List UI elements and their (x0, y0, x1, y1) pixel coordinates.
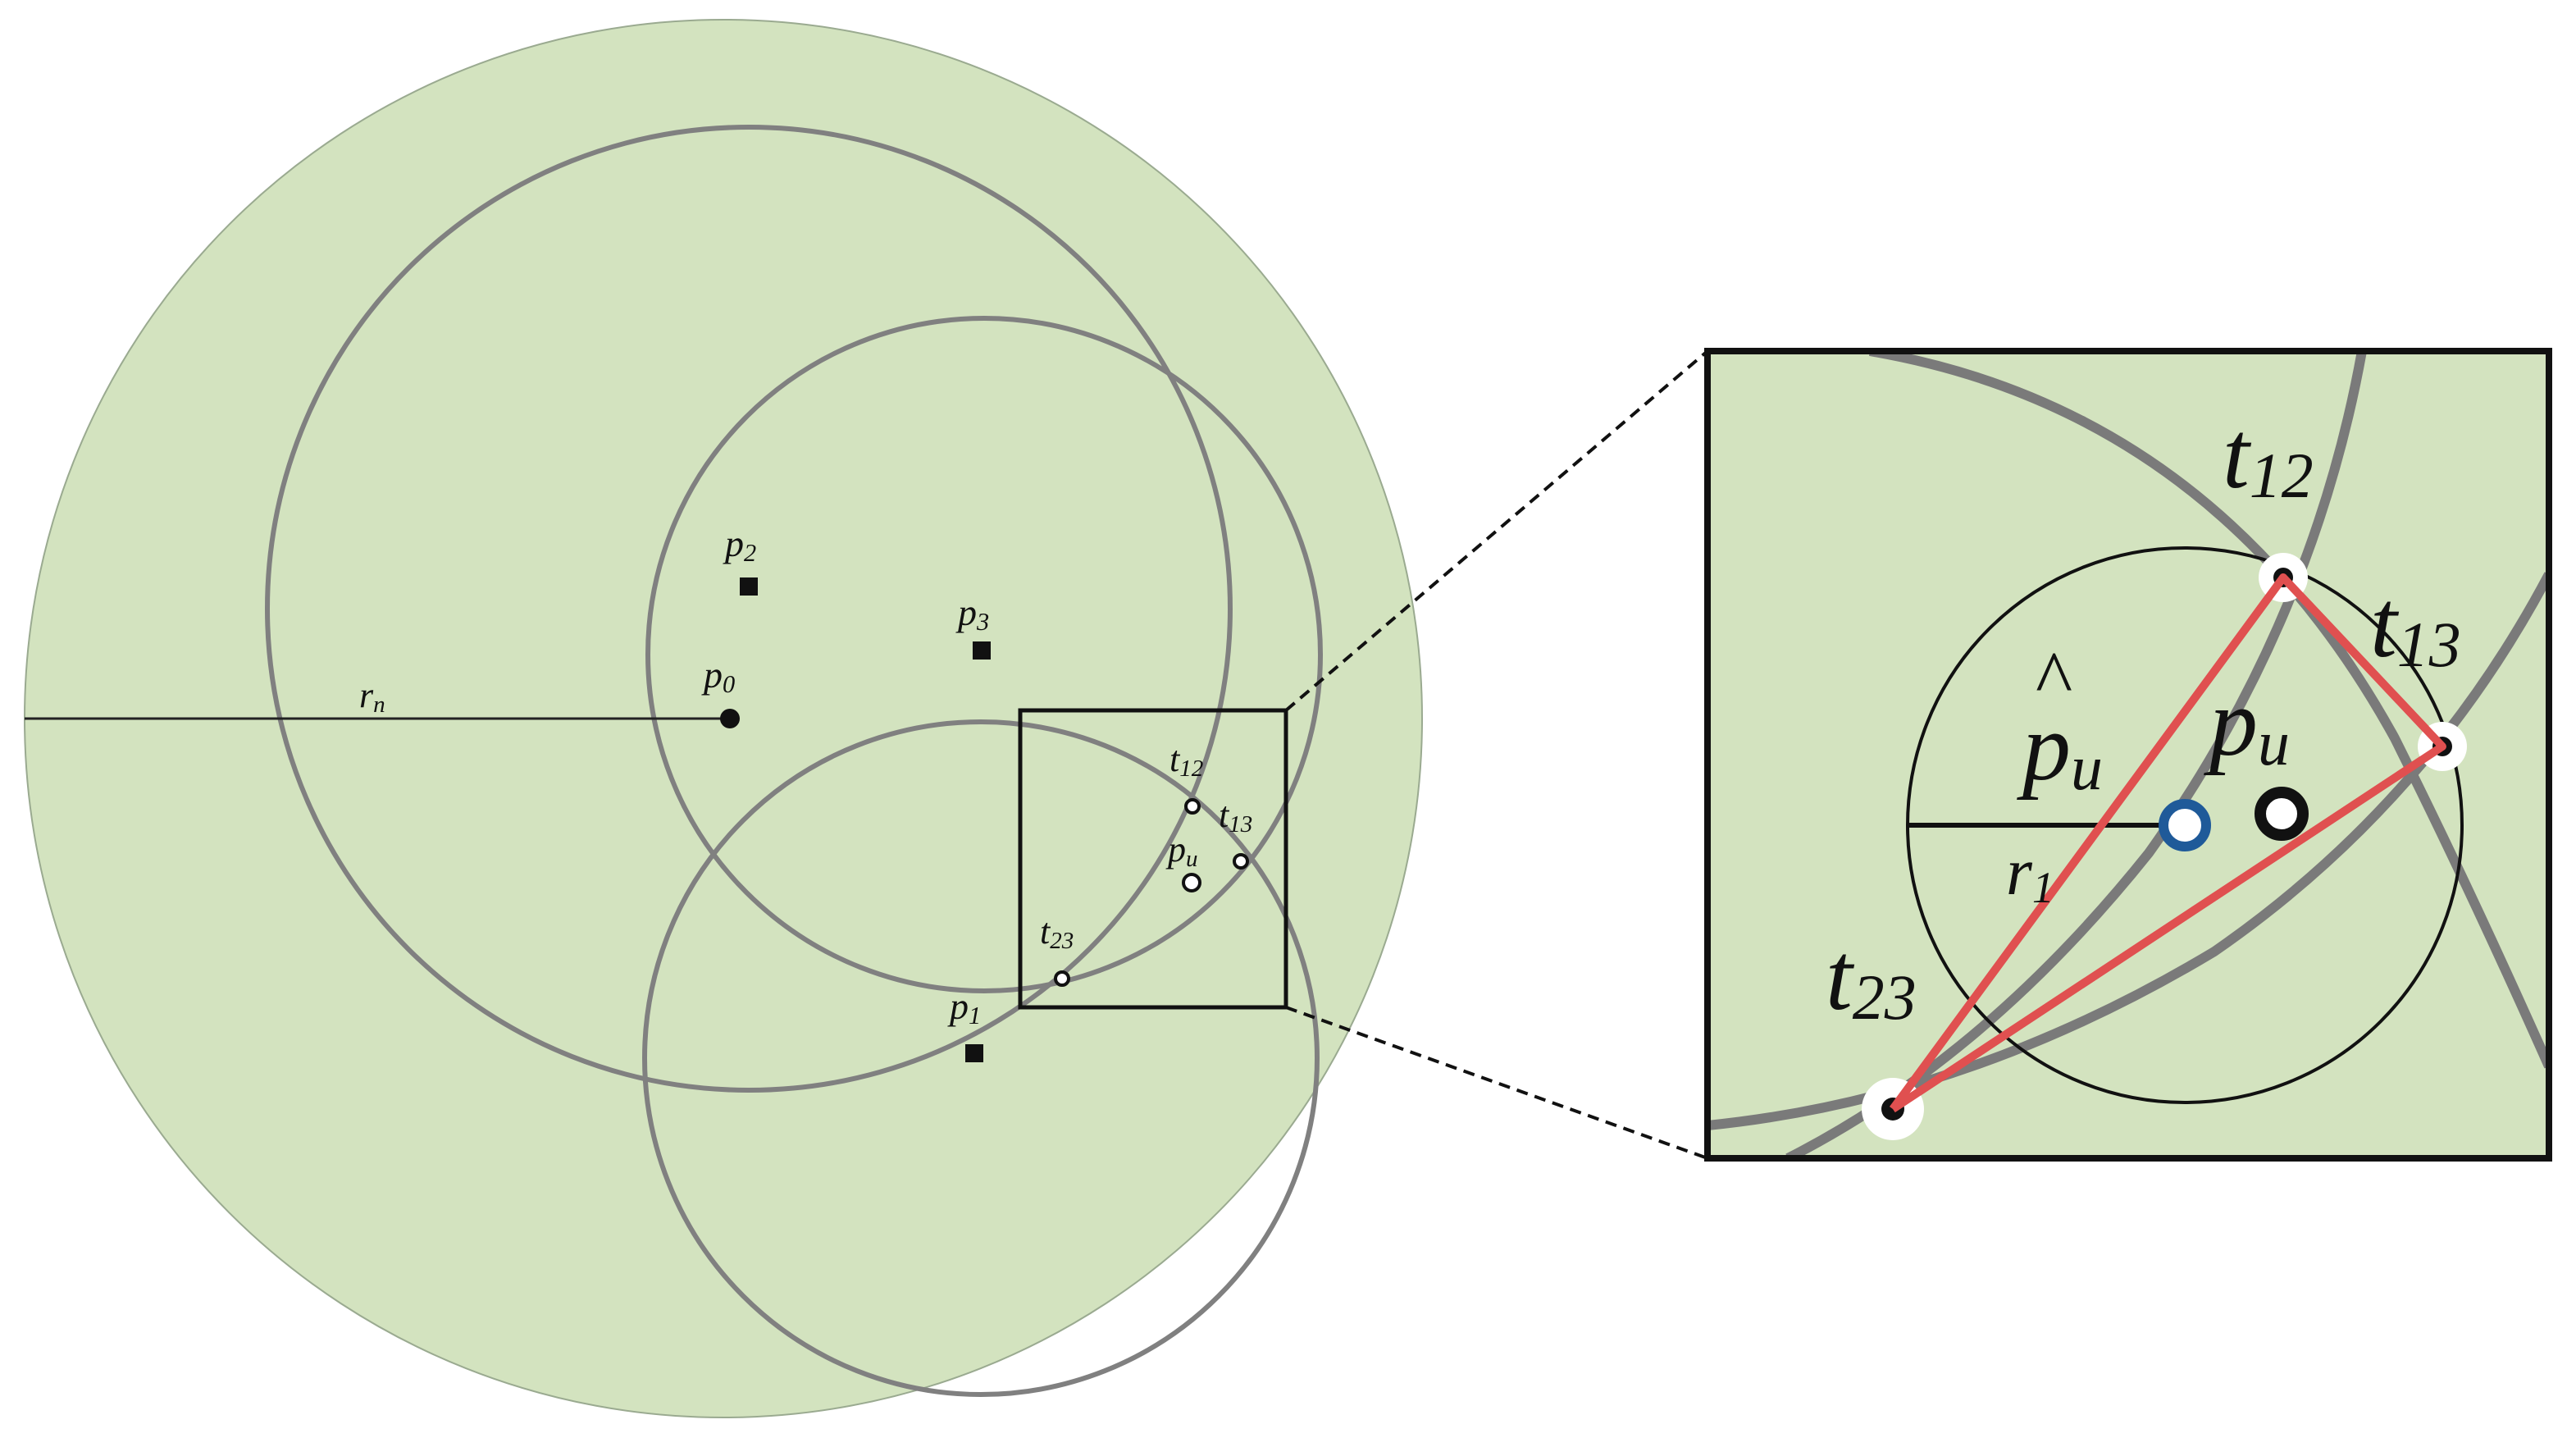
zoom-label-pu-hat: pu (2017, 693, 2103, 803)
zoom-label-t13: t13 (2370, 570, 2461, 680)
intersection-t23-marker (1054, 970, 1070, 987)
label-t13: t13 (1219, 795, 1252, 838)
zoom-inset-background (1707, 351, 2549, 1158)
unknown-pu-marker (1182, 873, 1201, 892)
label-pu: pu (1165, 829, 1198, 872)
zoom-source-box (1018, 708, 1288, 1010)
zoom-label-t23: t23 (1826, 923, 1917, 1033)
label-p3: p3 (955, 591, 989, 636)
zoom-estimate-pu-hat-marker (2159, 799, 2211, 851)
label-rn: rn (359, 675, 385, 718)
zoom-inset-frame (1704, 348, 2552, 1162)
zoom-label-r1: r1 (2006, 834, 2054, 912)
zoom-label-pu: pu (2204, 669, 2290, 778)
intersection-t12-marker (1184, 798, 1201, 815)
range-circle-mid (645, 316, 1323, 993)
anchor-p3-marker (973, 641, 991, 660)
zoom-label-t12: t12 (2223, 401, 2314, 511)
zoom-connector-bottom (1285, 1006, 1708, 1160)
intersection-t13-marker (1233, 853, 1249, 870)
zoom-arc-large-circle (1868, 351, 2549, 1069)
zoom-triangle-overlay (1889, 573, 2446, 1113)
label-p0: p0 (701, 654, 735, 698)
zoom-true-pu-marker (2255, 787, 2309, 841)
anchor-p0-marker (720, 709, 740, 728)
anchor-p1-marker (965, 1044, 983, 1062)
label-p1: p1 (947, 985, 981, 1029)
range-circle-bottom (642, 719, 1320, 1397)
zoom-pu-hat-accent: ^ (2034, 635, 2072, 723)
anchor-p2-marker (740, 577, 758, 596)
label-p2: p2 (723, 523, 756, 567)
zoom-connector-top (1284, 349, 1709, 712)
label-t23: t23 (1040, 911, 1074, 954)
range-circle-large (265, 125, 1233, 1093)
zoom-inset: t12 t13 t23 pu pu ^ r1 (1704, 348, 2552, 1162)
label-t12: t12 (1169, 739, 1203, 782)
